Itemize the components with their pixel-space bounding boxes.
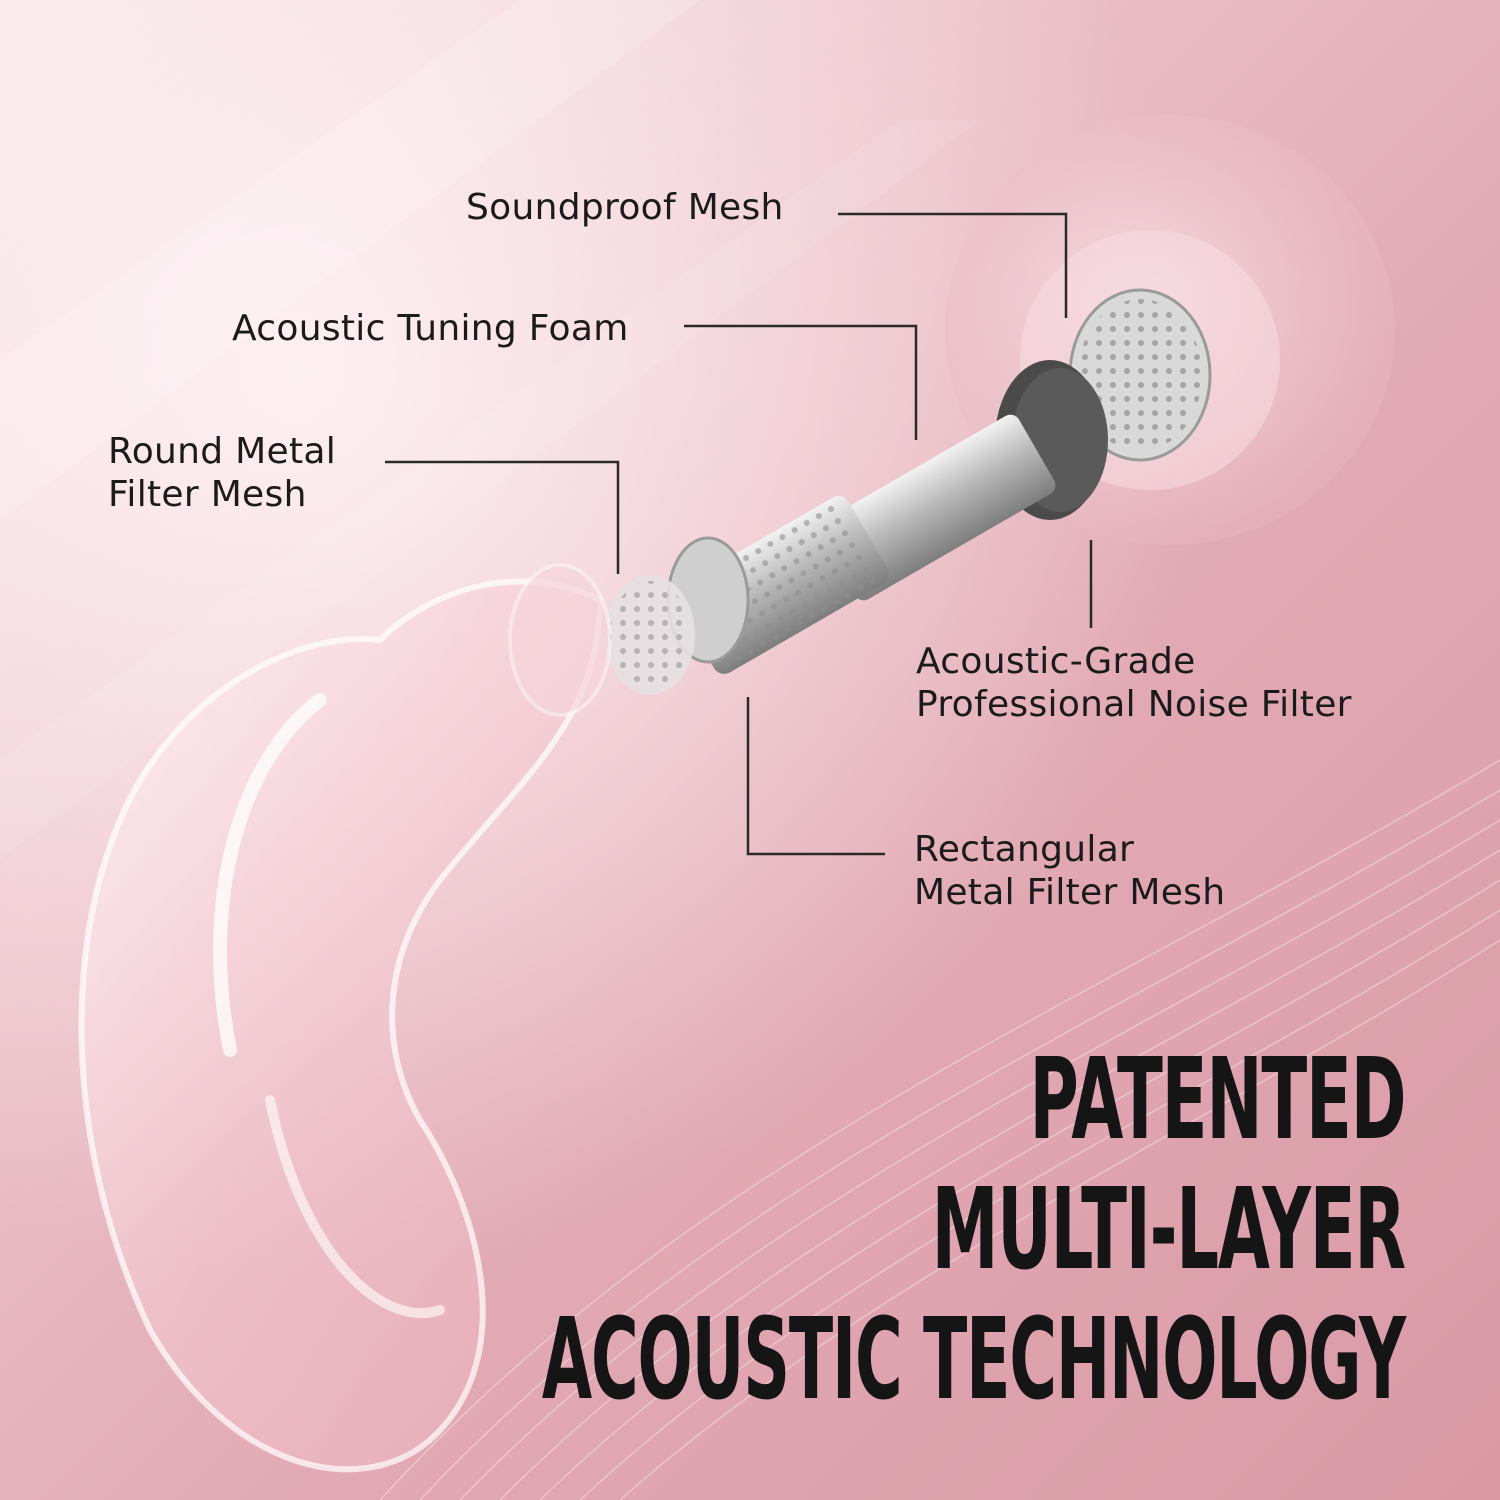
label-line: Metal Filter Mesh: [914, 872, 1226, 913]
label-line: Round Metal: [108, 431, 337, 472]
headline-line-2: MULTI-LAYER: [931, 1165, 1407, 1295]
label-line: Professional Noise Filter: [916, 684, 1352, 725]
leader-round-mesh: [385, 460, 620, 574]
headline-line-1: PATENTED: [1029, 1035, 1406, 1165]
leader-foam: [684, 324, 918, 440]
label-soundproof-mesh: Soundproof Mesh: [466, 187, 784, 228]
label-line: Acoustic-Grade: [916, 641, 1196, 682]
leader-soundproof: [838, 212, 1068, 318]
label-line: Rectangular: [914, 829, 1135, 870]
headline-line-3: ACOUSTIC TECHNOLOGY: [542, 1295, 1406, 1425]
leader-rect-mesh: [746, 697, 885, 856]
label-line: Filter Mesh: [108, 474, 307, 515]
label-acoustic-tuning-foam: Acoustic Tuning Foam: [232, 308, 629, 349]
